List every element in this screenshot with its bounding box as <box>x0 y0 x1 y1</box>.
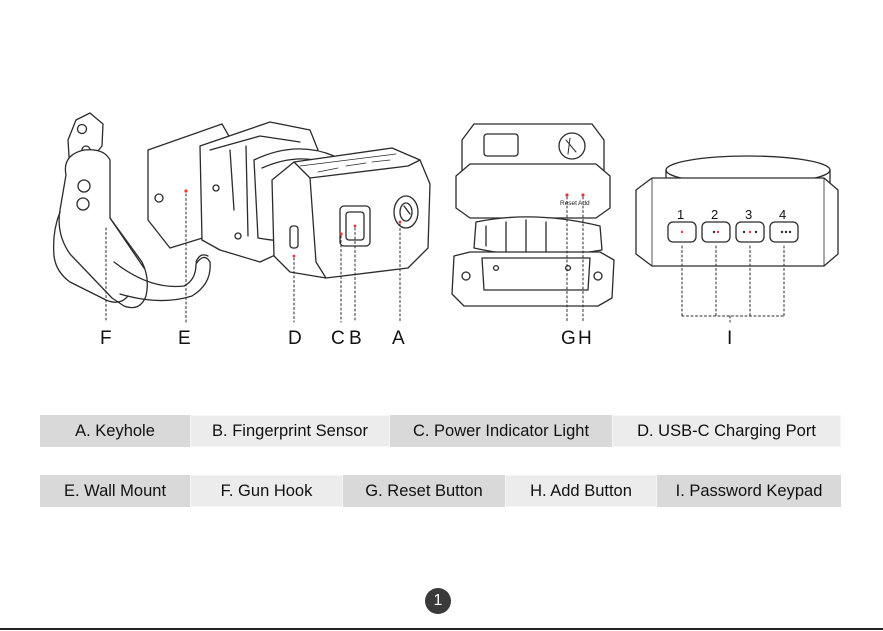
legend-usb-c-charging-port: D. USB-C Charging Port <box>612 415 841 447</box>
callout-e: E <box>178 327 191 351</box>
legend-password-keypad: I. Password Keypad <box>657 475 841 507</box>
callout-c: C <box>331 327 345 351</box>
key-label-4: 4 <box>779 207 786 222</box>
key-label-1: 1 <box>677 207 684 222</box>
add-label: Add <box>578 200 590 207</box>
legend-wall-mount: E. Wall Mount <box>40 475 190 507</box>
callout-g: G <box>561 327 576 351</box>
callout-i: I <box>727 327 732 351</box>
callout-b: B <box>349 327 362 351</box>
bottom-rule <box>0 628 883 630</box>
legend-row-1: A. Keyhole B. Fingerprint Sensor C. Powe… <box>40 415 841 447</box>
callout-a: A <box>392 327 405 351</box>
page-number-badge: 1 <box>425 588 451 614</box>
callout-f: F <box>100 327 112 351</box>
legend-keyhole: A. Keyhole <box>40 415 190 447</box>
legend-add-button: H. Add Button <box>505 475 657 507</box>
product-illustration: Reset Add 1 2 3 4 <box>0 0 883 400</box>
key-label-3: 3 <box>745 207 752 222</box>
keypad-side-drawing <box>636 156 838 266</box>
legend-gun-hook: F. Gun Hook <box>190 475 343 507</box>
legend-fingerprint-sensor: B. Fingerprint Sensor <box>190 415 390 447</box>
callout-d: D <box>288 327 302 351</box>
key-label-2: 2 <box>711 207 718 222</box>
legend-power-indicator-light: C. Power Indicator Light <box>390 415 612 447</box>
legend-reset-button: G. Reset Button <box>343 475 505 507</box>
lock-top-view-drawing <box>452 124 614 306</box>
reset-label: Reset <box>560 200 577 207</box>
legend-row-2: E. Wall Mount F. Gun Hook G. Reset Butto… <box>40 475 841 507</box>
callout-h: H <box>578 327 592 351</box>
lock-front-drawing <box>272 148 430 278</box>
